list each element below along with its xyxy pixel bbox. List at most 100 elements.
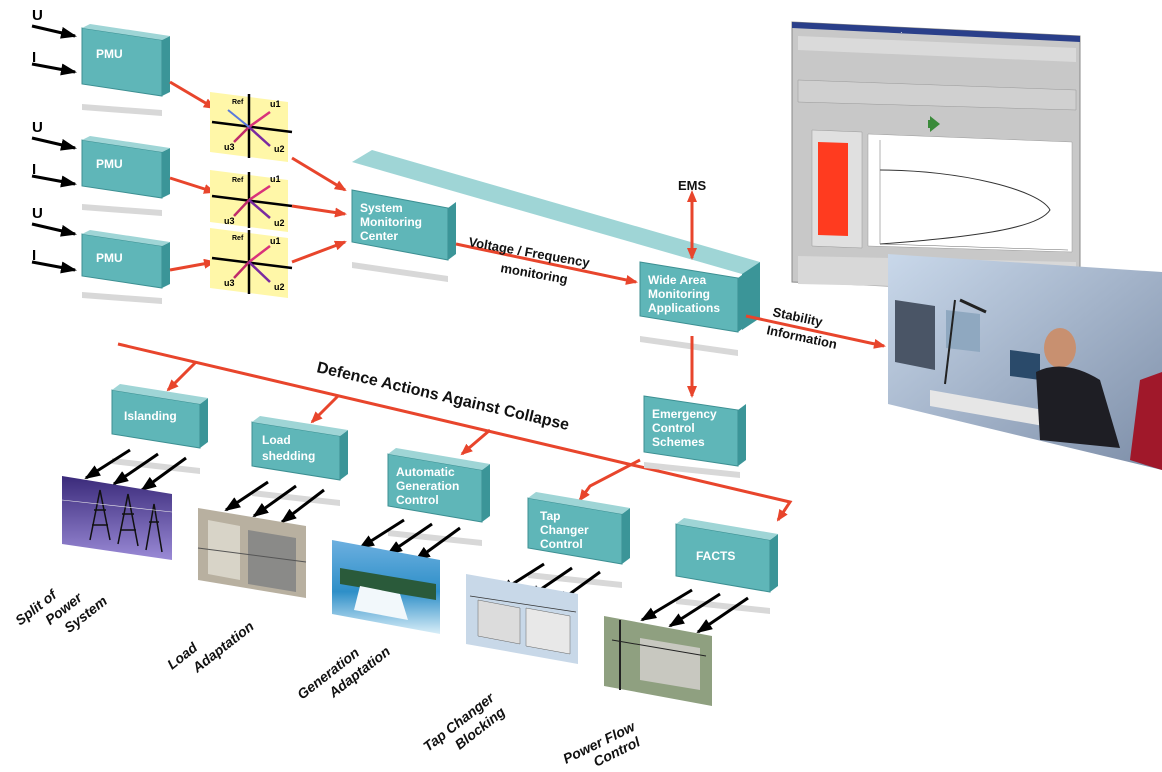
agc-label-line3: Control xyxy=(396,493,439,507)
pmu-label: PMU xyxy=(96,251,123,265)
current-input-arrow xyxy=(31,62,77,76)
agc-label-line2: Generation xyxy=(396,479,459,493)
pmu-box-1: PMU xyxy=(81,24,170,116)
center-label-line3: Center xyxy=(360,229,398,243)
facts-box: FACTS xyxy=(675,518,778,614)
wama-label-line2: Monitoring xyxy=(648,287,710,301)
voltage-input-arrow xyxy=(31,136,77,151)
load-shedding-label-line2: shedding xyxy=(262,449,315,463)
stability-arrow xyxy=(745,314,886,349)
current-input-arrow xyxy=(31,260,77,274)
monitoring-platform xyxy=(352,150,760,330)
phasor-to-center-arrow xyxy=(291,156,347,192)
ecs-label-line2: Control xyxy=(652,421,695,435)
ecs-label-line3: Schemes xyxy=(652,435,705,449)
load-shedding-box: Load shedding xyxy=(251,416,348,506)
pmu-box-2: PMU xyxy=(81,136,170,216)
defence-main-line xyxy=(117,342,793,522)
phasor-u3-label: u3 xyxy=(224,142,235,152)
hydro-dam-photo xyxy=(332,540,440,634)
facts-output-arrows xyxy=(640,588,749,634)
load-shedding-output-arrows xyxy=(224,480,325,524)
pmu-box-3: PMU xyxy=(81,230,170,304)
phasor-u3-label: u3 xyxy=(224,216,235,226)
wide-area-monitoring-applications: Wide Area Monitoring Applications xyxy=(639,261,746,356)
wama-label-line3: Applications xyxy=(648,301,720,315)
tap-label-line1: Tap xyxy=(540,509,560,523)
screen-title: · xyxy=(900,28,903,37)
input-group-1: U I xyxy=(31,7,77,76)
pmu-inputs: U I U I U I xyxy=(31,7,77,274)
load-shedding-label-line1: Load xyxy=(262,433,291,447)
voltage-input-arrow xyxy=(31,222,77,237)
agc-box: Automatic Generation Control xyxy=(387,448,490,546)
islanding-box: Islanding xyxy=(111,384,208,474)
agc-output-arrows xyxy=(358,518,461,562)
ems-label: EMS xyxy=(678,178,707,193)
phasor-u3-label: u3 xyxy=(224,278,235,288)
branch-arrow-tap xyxy=(578,458,641,502)
phasor-u2-label: u2 xyxy=(274,218,285,228)
phasor-to-center-arrow xyxy=(291,204,347,218)
tap-label-line3: Control xyxy=(540,537,583,551)
branch-arrow-agc xyxy=(460,428,491,456)
phasor-diagram-1: Ref u1 u2 u3 xyxy=(210,92,293,162)
wama-label-line1: Wide Area xyxy=(648,273,706,287)
phasor-u1-label: u1 xyxy=(270,174,281,184)
pmu-to-phasor-arrow xyxy=(169,258,216,272)
operator-photo xyxy=(888,254,1162,470)
substation-photo xyxy=(466,574,578,664)
split-power-system-label: Split of Power System xyxy=(12,586,110,636)
phasor-u1-label: u1 xyxy=(270,99,281,109)
facts-label: FACTS xyxy=(696,549,735,563)
tap-changer-blocking-label: Tap Changer Blocking xyxy=(420,688,508,754)
voltage-input-label: U xyxy=(32,119,43,136)
power-flow-control-label: Power Flow Control xyxy=(560,718,643,770)
voltage-input-label: U xyxy=(32,7,43,24)
pmu-label: PMU xyxy=(96,47,123,61)
islanding-label: Islanding xyxy=(124,409,177,423)
voltage-frequency-arrow xyxy=(455,242,638,285)
pmu-label: PMU xyxy=(96,157,123,171)
current-input-label: I xyxy=(32,161,36,178)
svg-text:Adaptation: Adaptation xyxy=(188,618,256,676)
current-input-arrow xyxy=(31,174,77,188)
agc-label-line1: Automatic xyxy=(396,465,455,479)
system-monitoring-center: System Monitoring Center xyxy=(351,189,456,282)
phasor-ref-label: Ref xyxy=(232,235,244,242)
current-input-label: I xyxy=(32,247,36,264)
load-adaptation-label: Load Adaptation xyxy=(164,618,257,676)
phasor-ref-label: Ref xyxy=(232,99,244,106)
current-input-label: I xyxy=(32,49,36,66)
generation-adaptation-label: Generation Adaptation xyxy=(294,643,393,702)
emergency-control-schemes: Emergency Control Schemes xyxy=(643,395,746,478)
defence-title: Defence Actions Against Collapse xyxy=(315,359,571,434)
tap-label-line2: Changer xyxy=(540,523,589,537)
transmission-towers-photo xyxy=(61,476,173,560)
load-plant-photo xyxy=(197,508,307,598)
facts-plant-photo xyxy=(604,616,712,706)
center-label-line1: System xyxy=(360,201,403,215)
input-group-2: U I xyxy=(31,119,77,188)
phasor-diagram-2: Ref u1 u2 u3 xyxy=(210,170,293,232)
phasor-u2-label: u2 xyxy=(274,282,285,292)
phasor-u2-label: u2 xyxy=(274,144,285,154)
pmu-to-phasor-arrow xyxy=(169,80,216,110)
tap-changer-control-box: Tap Changer Control xyxy=(527,492,630,588)
phasor-to-center-arrow xyxy=(291,240,347,264)
monitoring-screen: · xyxy=(791,21,1081,295)
branch-arrow-islanding xyxy=(166,360,198,392)
stability-bar xyxy=(818,142,848,236)
voltage-input-label: U xyxy=(32,205,43,222)
pmu-to-phasor-arrow xyxy=(169,176,216,194)
phasor-u1-label: u1 xyxy=(270,236,281,246)
islanding-output-arrows xyxy=(84,448,187,492)
phasor-ref-label: Ref xyxy=(232,177,244,184)
phasor-diagram-3: Ref u1 u2 u3 xyxy=(210,228,293,298)
voltage-input-arrow xyxy=(31,24,77,39)
branch-arrow-load-shedding xyxy=(310,394,340,424)
input-group-3: U I xyxy=(31,205,77,274)
center-label-line2: Monitoring xyxy=(360,215,422,229)
ecs-label-line1: Emergency xyxy=(652,407,717,421)
